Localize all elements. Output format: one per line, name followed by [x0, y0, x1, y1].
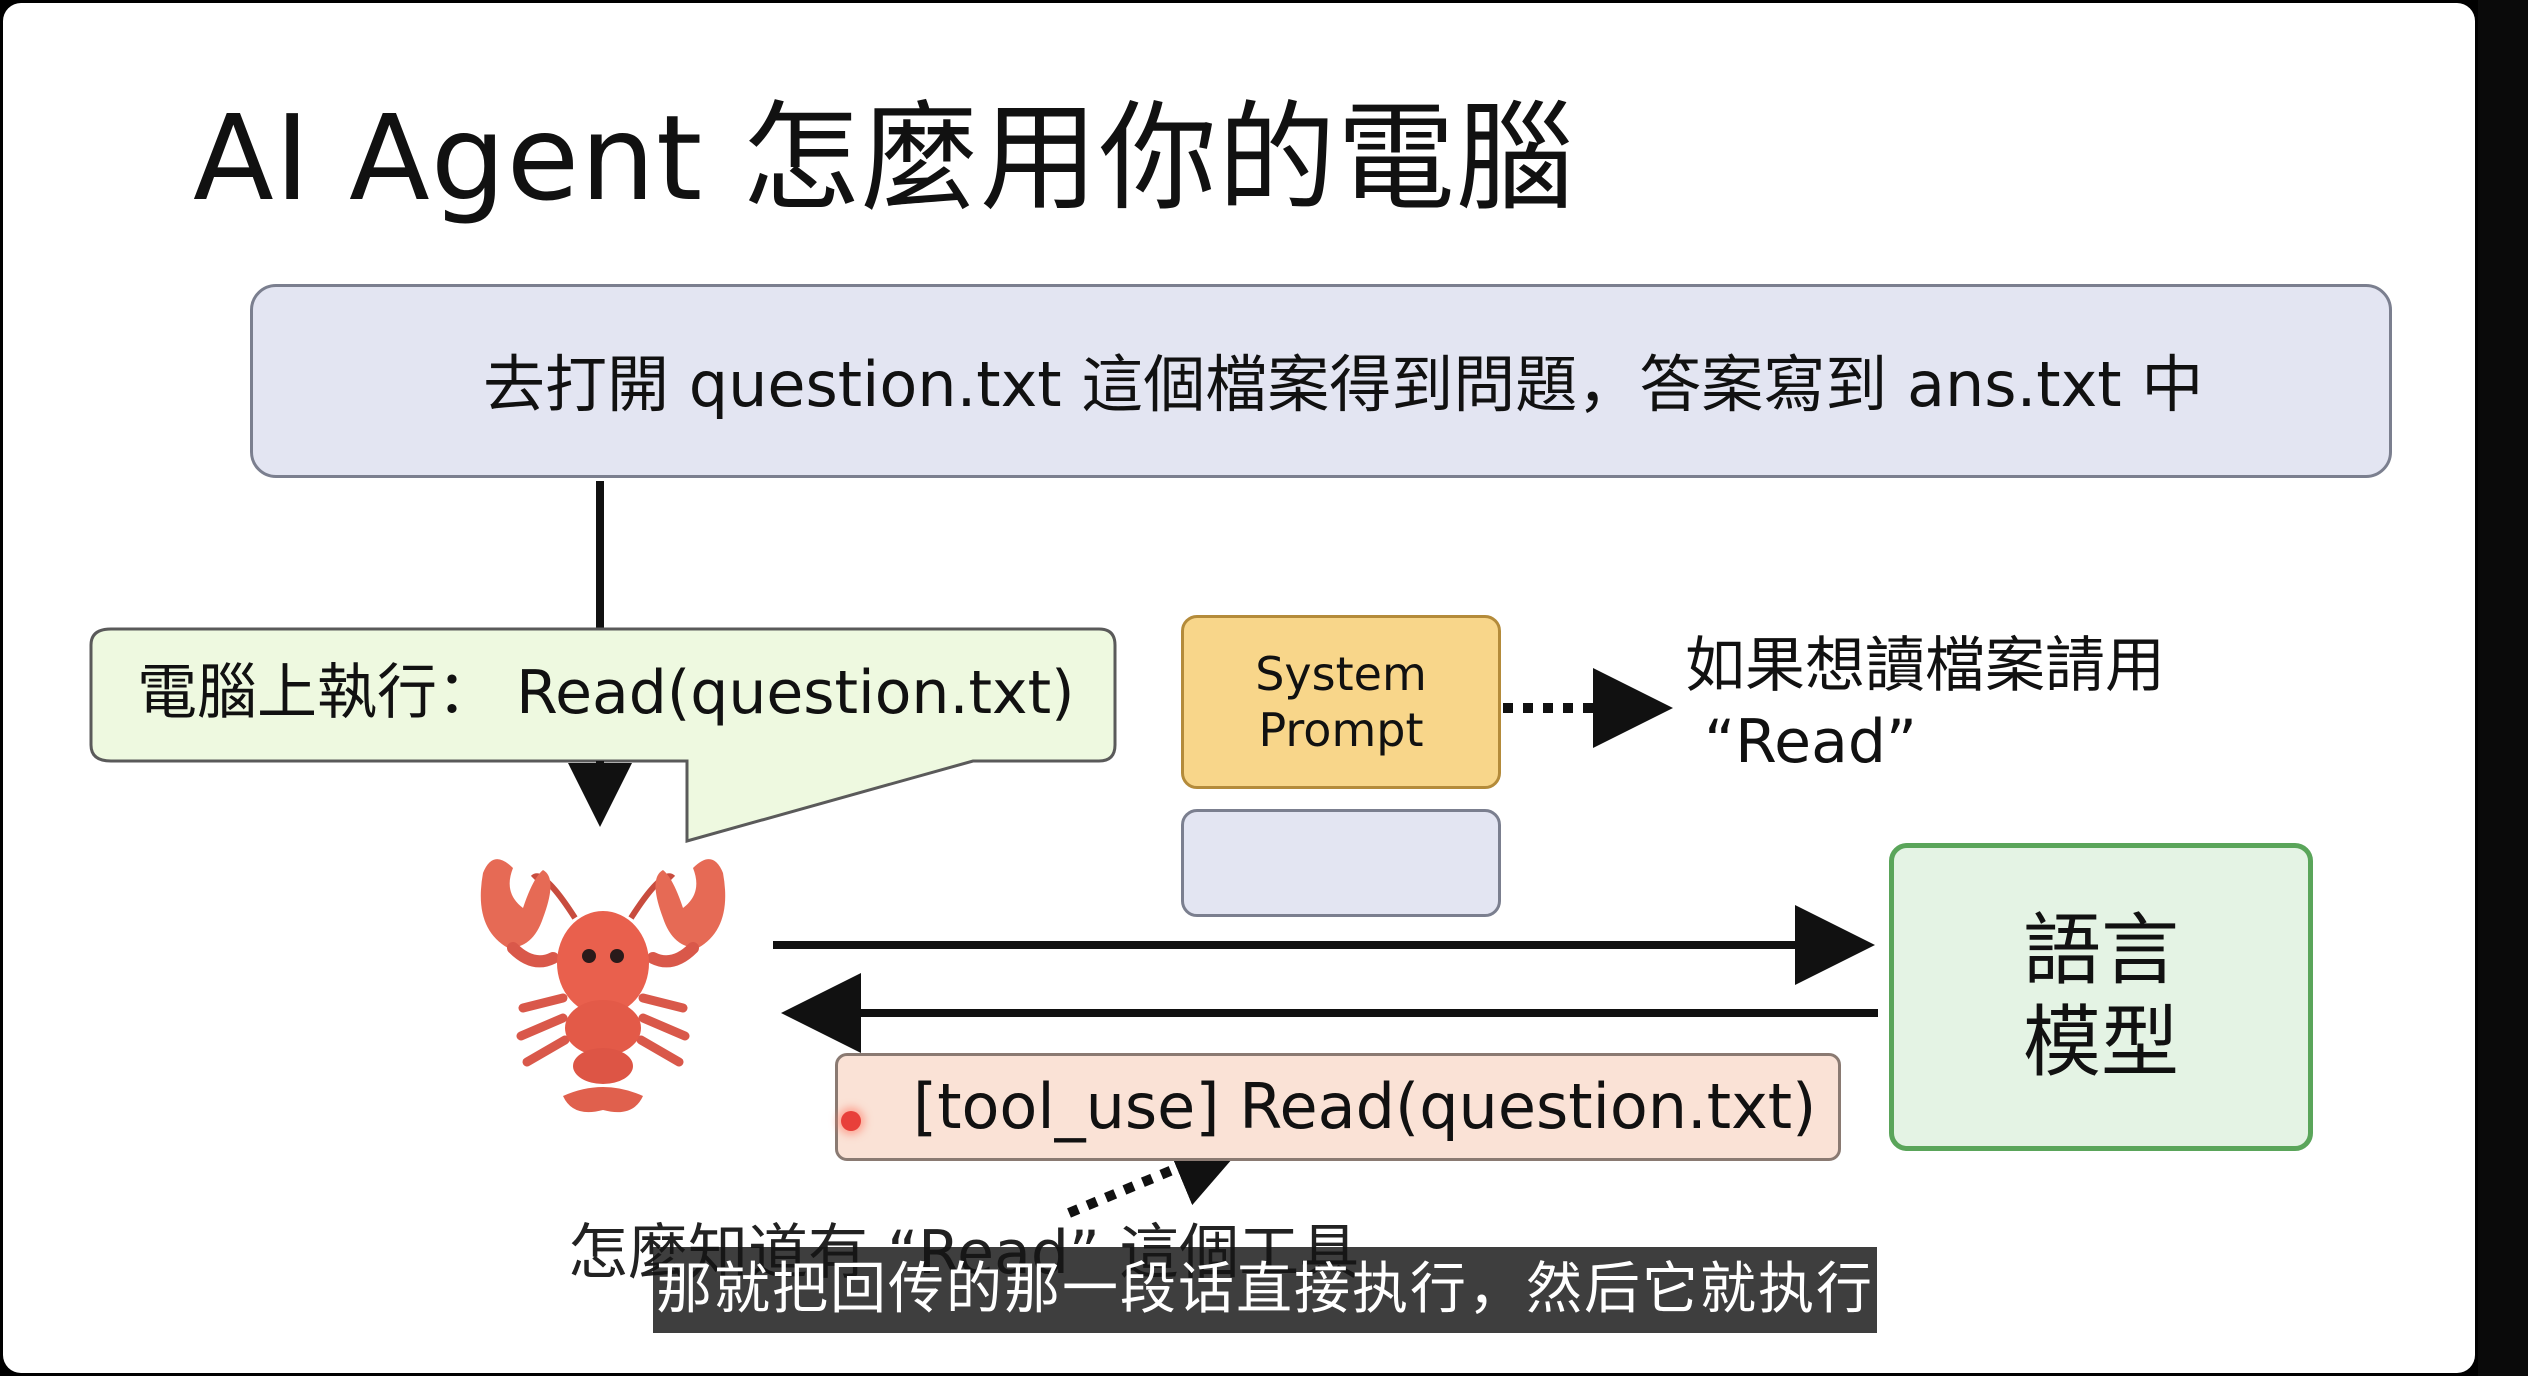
- tool-use-text: [tool_use] Read(question.txt): [913, 1070, 1817, 1143]
- slide: AI Agent 怎麼用你的電腦 去打開 question.txt 這個檔案得到…: [3, 3, 2475, 1373]
- read-tool-hint: 如果想讀檔案請用 “Read”: [1685, 631, 2165, 777]
- slide-title: AI Agent 怎麼用你的電腦: [193, 89, 1575, 227]
- execute-bubble-text: 電腦上執行： Read(question.txt): [137, 658, 1075, 728]
- tool-use-box: [835, 1053, 1841, 1161]
- lobster-icon: [480, 859, 726, 1113]
- subtitle-text: 那就把回传的那一段话直接执行，然后它就执行: [656, 1257, 1874, 1322]
- task-instruction-text: 去打開 question.txt 這個檔案得到問題，答案寫到 ans.txt 中: [483, 348, 2204, 421]
- execute-speech-bubble: [89, 627, 1117, 843]
- language-model-box: 語言 模型: [1889, 843, 2313, 1151]
- system-prompt-box: System Prompt: [1181, 615, 1501, 789]
- context-placeholder-box: [1181, 809, 1501, 917]
- question-to-tool-arrow: [1067, 1131, 1251, 1218]
- cursor-indicator: [841, 1111, 861, 1131]
- task-instruction-box: [250, 284, 2392, 478]
- right-edge-strip: [2478, 0, 2528, 1376]
- subtitle-bar: 那就把回传的那一段话直接执行，然后它就执行: [653, 1247, 1877, 1333]
- diagram-connectors: [89, 481, 1878, 1218]
